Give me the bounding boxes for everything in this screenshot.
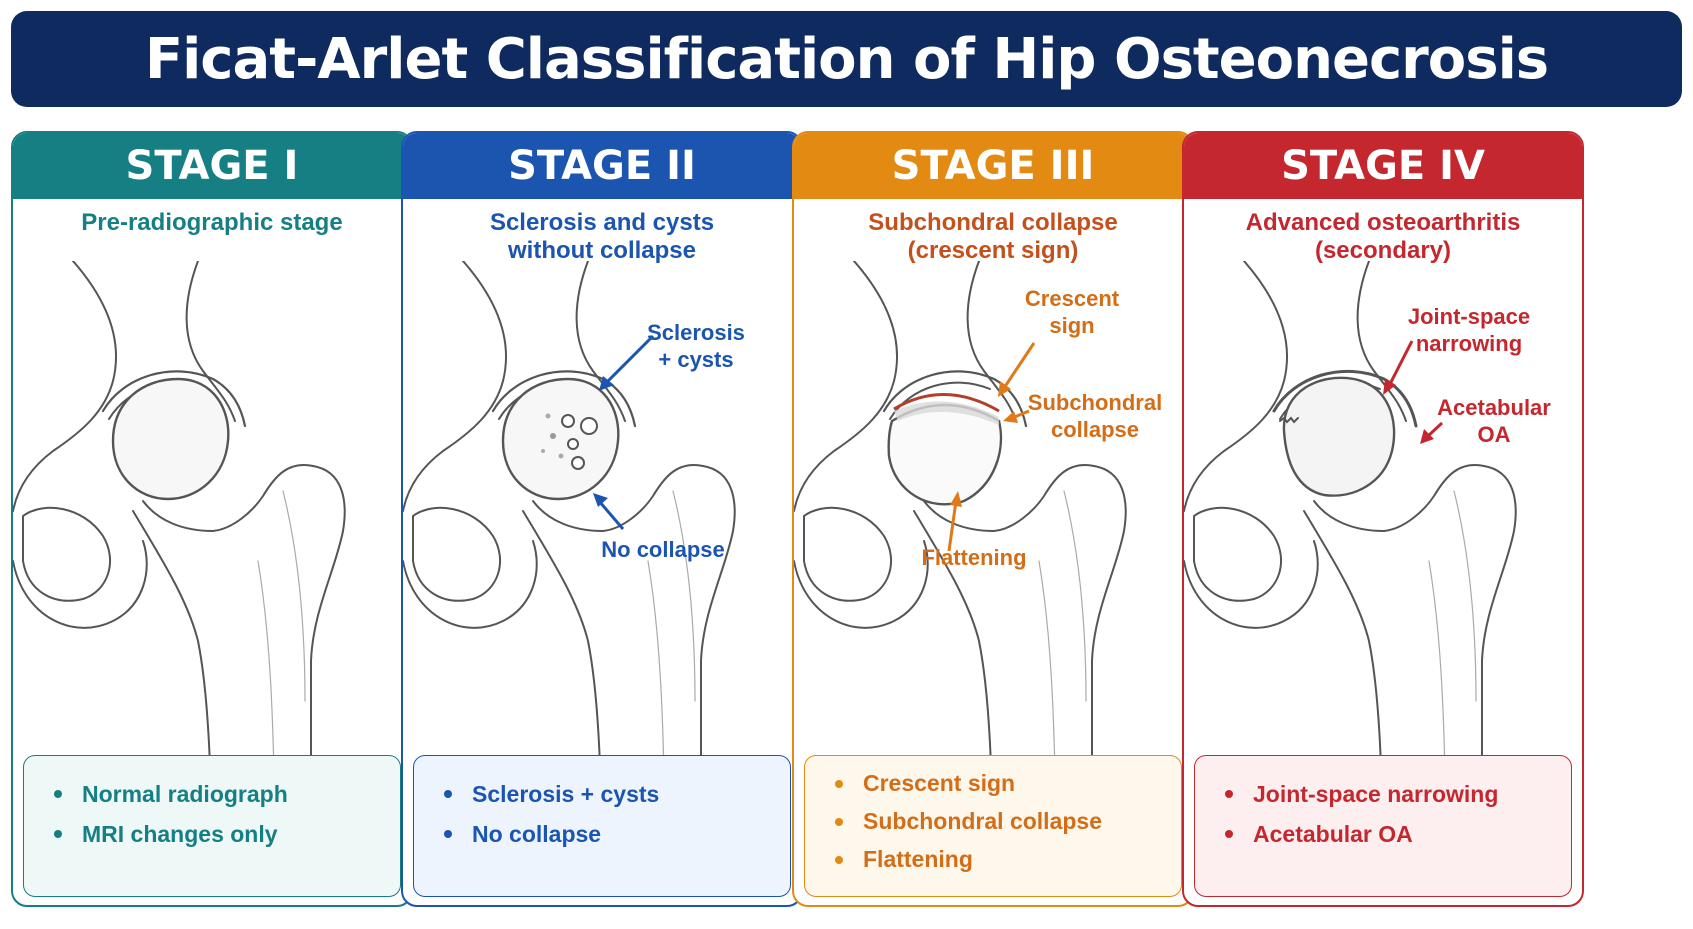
stage-4-hip-illustration [1184, 261, 1517, 881]
greater-trochanter-outline [700, 465, 736, 881]
acetabulum-rim [882, 370, 1028, 428]
obturator-foramen [803, 506, 893, 602]
pelvis-outline [13, 261, 117, 512]
sclerosis-cysts-annotation: Sclerosis + cysts [647, 320, 745, 372]
pelvis-outline [1184, 261, 1288, 512]
stage-4-label: STAGE IV [1281, 143, 1485, 189]
stage-3-panel: STAGE III Subchondral collapse (crescent… [792, 131, 1194, 907]
greater-trochanter-outline [310, 465, 346, 881]
pelvis-inner-outline [966, 261, 1017, 422]
stage-1-bullet: MRI changes only [54, 814, 400, 854]
stage-1-summary-box: Normal radiograph MRI changes only [23, 755, 401, 897]
stage-2-hip-illustration [403, 261, 736, 881]
ischium-outline [403, 540, 538, 629]
trochanter-inner-line [282, 490, 306, 702]
sclerosis-cysts-marks [541, 413, 598, 470]
femoral-neck-upper [1313, 464, 1485, 533]
subchondral-collapse-annotation: Subchondral collapse [1027, 390, 1163, 442]
flattening-annotation: Flattening [921, 545, 1027, 570]
crescent-arrowhead [998, 381, 1011, 397]
stage-4-subtitle: Advanced osteoarthritis (secondary) [1245, 209, 1521, 264]
pelvis-outline [794, 261, 898, 512]
stage-2-label: STAGE II [508, 143, 696, 189]
stage-3-label: STAGE III [891, 143, 1095, 189]
collapse-arrowhead [1003, 411, 1018, 423]
stage-1-label: STAGE I [125, 143, 299, 189]
osteophyte-marks [1279, 416, 1299, 424]
femoral-head [1282, 376, 1396, 497]
pelvis-inner-outline [575, 261, 626, 422]
joint-space-arrow [1387, 340, 1414, 387]
obturator-foramen [1193, 506, 1283, 602]
crescent-line [893, 393, 1000, 413]
acetabulum-inner [889, 381, 991, 420]
stage-4-header: STAGE IV [1184, 133, 1582, 199]
stage-4-bullet: Joint-space narrowing [1225, 774, 1571, 814]
stage-4-panel: STAGE IV Advanced osteoarthritis (second… [1182, 131, 1584, 907]
stage-2-panel: STAGE II Sclerosis and cysts without col… [401, 131, 803, 907]
femoral-neck-upper [923, 464, 1095, 533]
greater-trochanter-outline [1091, 465, 1127, 881]
stage-3-summary-box: Crescent sign Subchondral collapse Flatt… [804, 755, 1182, 897]
acetabulum-rim [1272, 369, 1418, 428]
femoral-head [501, 377, 620, 501]
pelvis-inner-outline [185, 261, 236, 422]
acetabulum-rim [491, 370, 637, 428]
crescent-arrow [1002, 342, 1036, 389]
stage-1-header: STAGE I [13, 133, 411, 199]
stage-3-header: STAGE III [794, 133, 1192, 199]
obturator-foramen [412, 506, 502, 602]
crescent-sign-annotation: Crescent sign [1024, 286, 1120, 338]
acetabulum-rim [101, 370, 247, 428]
stage-3-bullet: Flattening [835, 840, 1181, 878]
acetabular-oa-annotation: Acetabular OA [1437, 395, 1551, 447]
stage-4-summary-box: Joint-space narrowing Acetabular OA [1194, 755, 1572, 897]
no-collapse-arrow [597, 500, 625, 530]
femoral-head [111, 377, 230, 501]
trochanter-inner-line [1453, 490, 1477, 702]
stage-1-bullet: Normal radiograph [54, 774, 400, 814]
femoral-neck-upper [532, 464, 704, 533]
stage-4-bullet: Acetabular OA [1225, 814, 1571, 854]
title-bar: Ficat-Arlet Classification of Hip Osteon… [11, 11, 1682, 107]
ischium-outline [794, 540, 929, 629]
trochanter-inner-line [672, 490, 696, 702]
stage-1-panel: STAGE I Pre-radiographic stage Normal ra… [11, 131, 413, 907]
subchondral-fracture-zone [894, 401, 999, 425]
greater-trochanter-outline [1481, 465, 1517, 881]
stage-2-bullet: Sclerosis + cysts [444, 774, 790, 814]
joint-space-arrowhead [1383, 379, 1396, 395]
sclerosis-arrowhead [599, 376, 614, 391]
pelvis-outline [403, 261, 507, 512]
stage-3-bullet: Subchondral collapse [835, 802, 1181, 840]
page-title: Ficat-Arlet Classification of Hip Osteon… [144, 26, 1549, 92]
stage-2-header: STAGE II [403, 133, 801, 199]
sclerosis-arrow [604, 334, 655, 385]
joint-space-annotation: Joint-space narrowing [1407, 304, 1531, 356]
acetabular-arrow [1426, 421, 1444, 438]
flattening-arrowhead [950, 491, 962, 507]
stage-2-summary-box: Sclerosis + cysts No collapse [413, 755, 791, 897]
femoral-head [887, 403, 1003, 506]
no-collapse-annotation: No collapse [601, 537, 725, 562]
pelvis-inner-outline [1356, 261, 1407, 422]
stage-2-bullet: No collapse [444, 814, 790, 854]
ischium-outline [1184, 540, 1319, 629]
obturator-foramen [22, 506, 112, 602]
flattening-arrow [947, 500, 958, 552]
ischium-outline [13, 540, 148, 629]
acetabular-arrowhead [1420, 429, 1434, 444]
stage-1-subtitle: Pre-radiographic stage [81, 209, 343, 236]
trochanter-inner-line [1063, 490, 1087, 702]
no-collapse-arrowhead [593, 493, 608, 507]
stage-2-subtitle: Sclerosis and cysts without collapse [489, 209, 715, 264]
femoral-neck-upper [142, 464, 314, 533]
stage-3-hip-illustration [794, 261, 1127, 881]
stage-3-bullet: Crescent sign [835, 764, 1181, 802]
stage-3-subtitle: Subchondral collapse (crescent sign) [868, 209, 1118, 264]
